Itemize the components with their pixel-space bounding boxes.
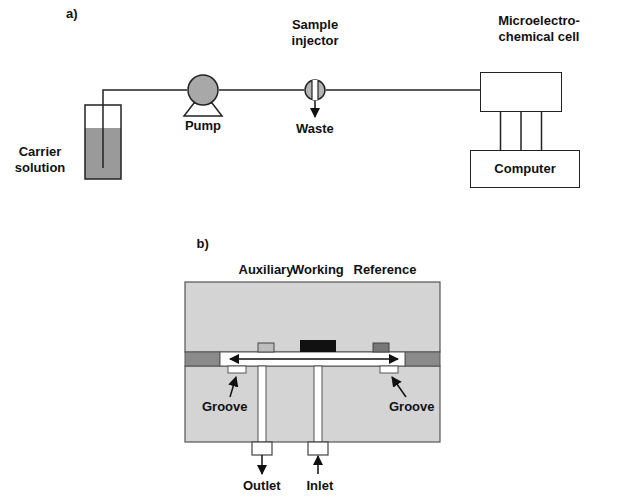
groove-leader [230, 377, 236, 397]
pipe-line [219, 89, 304, 91]
injector-symbol: Sample injector [304, 79, 326, 101]
pipe-line [326, 89, 480, 91]
gasket [185, 352, 220, 366]
gasket [405, 352, 440, 366]
groove [228, 366, 246, 373]
box-text: Computer [494, 161, 555, 177]
part-label: Working [292, 262, 344, 277]
outlet-fitting [252, 442, 272, 455]
auxiliary-electrode [258, 343, 274, 352]
reference-electrode [373, 343, 389, 352]
carrier-beaker-outline [84, 104, 122, 180]
part-label: Groove [389, 399, 435, 414]
panel-letter: a) [66, 6, 78, 21]
part-label: Reference [354, 262, 417, 277]
pipe-line [541, 112, 543, 150]
pipe-line [500, 112, 502, 150]
port-label: Outlet [243, 478, 281, 493]
top-plate [185, 282, 440, 352]
injector-symbol-outline [304, 79, 326, 101]
node-label: Microelectro-chemical cell [483, 13, 595, 45]
flow-arrow [230, 358, 318, 360]
outlet-arrow [261, 455, 263, 474]
waste-arrow [314, 101, 316, 117]
cell-box: Microelectro-chemical cell [480, 72, 562, 112]
pump-symbol: Pump [187, 74, 219, 106]
cell-cross-section [185, 282, 440, 474]
flow-arrow [318, 358, 398, 360]
inlet-fitting [308, 442, 328, 455]
flow-channel [220, 352, 405, 366]
computer-box: Computer [470, 150, 580, 188]
inlet-bore [314, 366, 322, 442]
panel-letter: b) [197, 236, 209, 251]
pipe-line [520, 112, 522, 150]
outlet-bore [258, 366, 266, 442]
node-label: Pump [173, 118, 233, 134]
part-label: Auxiliary [239, 262, 294, 277]
node-label: Carrier solution [4, 144, 76, 176]
carrier-beaker: Carrier solution [84, 104, 122, 180]
bottom-plate [185, 366, 440, 442]
flow-label: Waste [296, 121, 334, 136]
pump-symbol-outline [187, 74, 219, 106]
part-label: Groove [202, 399, 248, 414]
node-label: Sample injector [280, 17, 350, 49]
port-label: Inlet [307, 478, 334, 493]
groove [380, 366, 398, 373]
inlet-arrow [317, 456, 319, 474]
groove-leader [392, 377, 406, 397]
pipe-line [103, 90, 187, 104]
working-electrode [300, 340, 336, 352]
